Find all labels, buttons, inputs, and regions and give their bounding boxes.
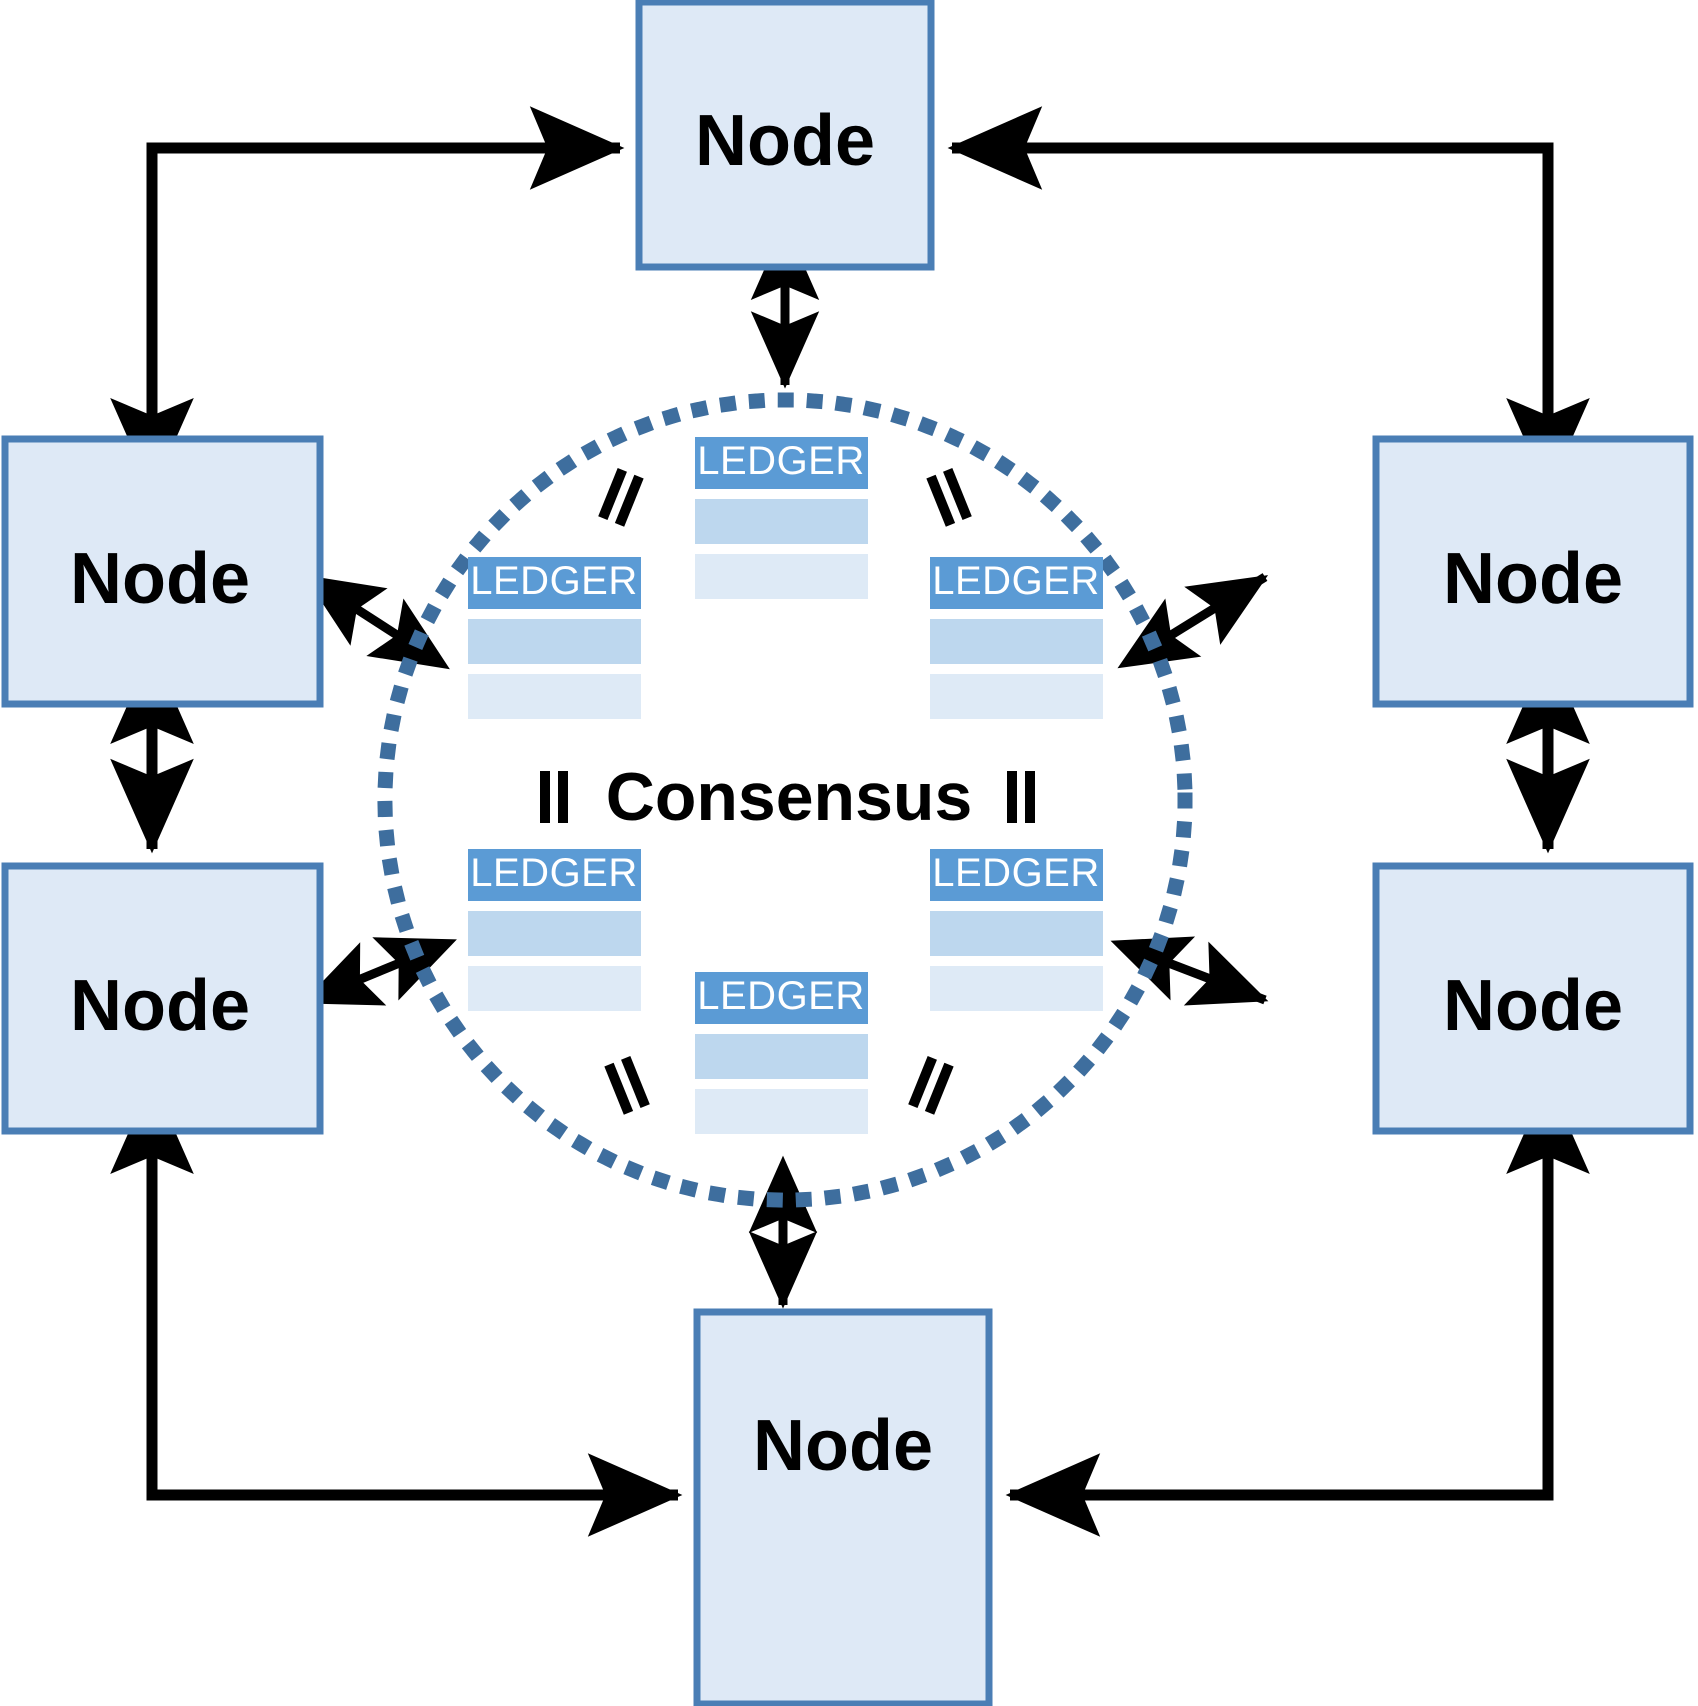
ledgers-layer: LEDGER LEDGER LEDGER LEDGER bbox=[468, 437, 1103, 1134]
node-left-upper[interactable]: Node bbox=[1, 435, 324, 708]
equals-upper-right-icon bbox=[926, 468, 972, 527]
ledger-lower-right[interactable]: LEDGER bbox=[930, 849, 1103, 1011]
ledger-lower-right-row-1 bbox=[930, 911, 1103, 956]
consensus-label: Consensus bbox=[606, 759, 973, 835]
equals-lower-right-icon bbox=[908, 1056, 954, 1115]
node-right-lower-label: Node bbox=[1443, 966, 1623, 1046]
ledger-upper-right-row-2 bbox=[930, 674, 1103, 719]
node-right-lower[interactable]: Node bbox=[1372, 862, 1694, 1135]
conn-bottomright-elbow bbox=[1005, 1079, 1590, 1537]
ledger-lower-left[interactable]: LEDGER bbox=[468, 849, 641, 1011]
conn-topright-elbow bbox=[947, 106, 1590, 493]
equals-mid-left-icon bbox=[540, 771, 568, 823]
node-bottom-label: Node bbox=[753, 1406, 933, 1486]
ledger-upper-right-row-1 bbox=[930, 619, 1103, 664]
ledger-lower-left-row-2 bbox=[468, 966, 641, 1011]
node-left-lower-label: Node bbox=[70, 966, 250, 1046]
ledger-upper-left-label: LEDGER bbox=[470, 559, 638, 603]
equals-marks-layer bbox=[540, 468, 1035, 1115]
equals-upper-left-icon bbox=[598, 468, 644, 527]
ledger-upper-left[interactable]: LEDGER bbox=[468, 557, 641, 719]
node-left-lower[interactable]: Node bbox=[1, 862, 324, 1135]
ledger-top-header bbox=[695, 437, 868, 489]
node-right-upper[interactable]: Node bbox=[1372, 435, 1694, 708]
ledger-bottom-row-1 bbox=[695, 1034, 868, 1079]
connections-layer bbox=[110, 106, 1590, 1537]
node-right-upper-label: Node bbox=[1443, 539, 1623, 619]
ledger-top-row-1 bbox=[695, 499, 868, 544]
ledger-upper-right[interactable]: LEDGER bbox=[930, 557, 1103, 719]
conn-topleft-elbow bbox=[110, 106, 625, 493]
ledger-top-row-2 bbox=[695, 554, 868, 599]
node-top[interactable]: Node bbox=[635, 0, 935, 271]
conn-center-right-upper bbox=[1117, 573, 1269, 669]
ledger-lower-left-header bbox=[468, 849, 641, 901]
ledger-bottom-label: LEDGER bbox=[697, 974, 865, 1018]
conn-bottomleft-elbow bbox=[110, 1079, 683, 1537]
conn-center-right-lower bbox=[1110, 936, 1269, 1006]
ledger-lower-right-row-2 bbox=[930, 966, 1103, 1011]
equals-mid-right-icon bbox=[1007, 771, 1035, 823]
node-top-label: Node bbox=[695, 101, 875, 181]
ledger-top-label: LEDGER bbox=[697, 439, 865, 483]
ledger-upper-right-header bbox=[930, 557, 1103, 609]
ledger-upper-left-row-1 bbox=[468, 619, 641, 664]
consensus-circle bbox=[377, 392, 1193, 1208]
ledger-bottom-header bbox=[695, 972, 868, 1024]
ledger-top[interactable]: LEDGER bbox=[695, 437, 868, 599]
ledger-lower-left-label: LEDGER bbox=[470, 851, 638, 895]
node-left-upper-label: Node bbox=[70, 539, 250, 619]
ledger-lower-right-label: LEDGER bbox=[932, 851, 1100, 895]
ledger-lower-left-row-1 bbox=[468, 911, 641, 956]
ledger-upper-left-header bbox=[468, 557, 641, 609]
ledger-upper-left-row-2 bbox=[468, 674, 641, 719]
ledger-bottom[interactable]: LEDGER bbox=[695, 972, 868, 1134]
ledger-upper-right-label: LEDGER bbox=[932, 559, 1100, 603]
ledger-lower-right-header bbox=[930, 849, 1103, 901]
equals-lower-left-icon bbox=[604, 1056, 650, 1115]
node-bottom[interactable]: Node bbox=[693, 1308, 993, 1706]
ledger-bottom-row-2 bbox=[695, 1089, 868, 1134]
